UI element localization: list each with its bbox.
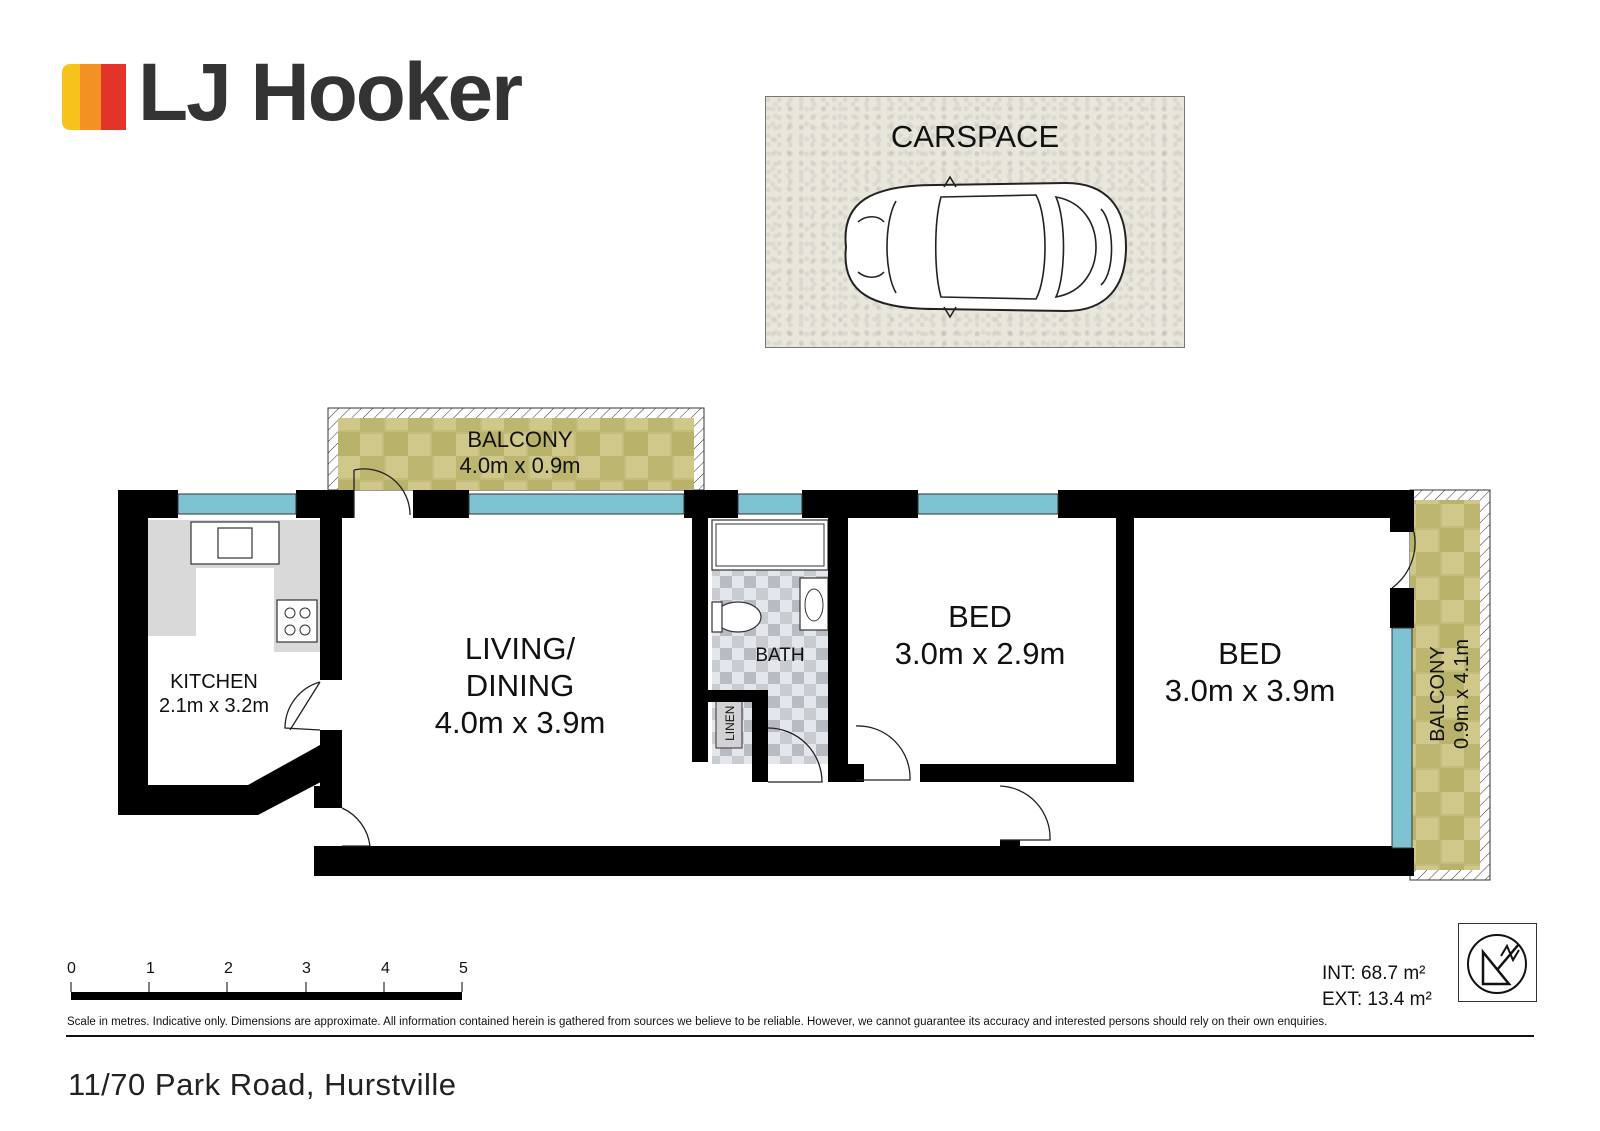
bed1-size: 3.0m x 2.9m [894, 636, 1066, 672]
footer-divider [66, 1035, 1534, 1037]
living-name-line2: DINING [465, 668, 575, 704]
balcony-side-size: 0.9m x 4.1m [1451, 638, 1473, 750]
internal-area: INT: 68.7 m² [1322, 963, 1426, 984]
toilet-icon [714, 601, 762, 633]
bed2-name: BED [1218, 636, 1282, 671]
scale-tick-2: 2 [224, 960, 233, 977]
bath-label: BATH [755, 645, 805, 666]
balcony-top-name: BALCONY [467, 427, 573, 452]
balcony-top-label: BALCONY 4.0m x 0.9m [430, 427, 610, 480]
car-icon [844, 175, 1128, 319]
bed1-name: BED [948, 599, 1012, 634]
kitchen-counters [148, 520, 320, 652]
brand-name: LJ Hooker [138, 47, 523, 138]
carspace-label: CARSPACE [890, 119, 1060, 154]
lj-hooker-logo-mark [62, 64, 126, 130]
external-area: EXT: 13.4 m² [1322, 989, 1432, 1010]
bed2-size: 3.0m x 3.9m [1164, 673, 1336, 709]
balcony-side-label: BALCONY 0.9m x 4.1m [1426, 624, 1474, 764]
logo-bar-yellow [62, 64, 80, 130]
scale-tick-0: 0 [67, 960, 76, 977]
bathtub-icon [711, 519, 829, 571]
living-size: 4.0m x 3.9m [434, 705, 606, 741]
kitchen-name: KITCHEN [170, 671, 258, 693]
basin-icon [799, 577, 829, 631]
property-address: 11/70 Park Road, Hurstville [68, 1067, 457, 1102]
sink-icon [190, 521, 280, 565]
scale-tick-1: 1 [146, 960, 155, 977]
living-label: LIVING/ DINING 4.0m x 3.9m [420, 630, 620, 742]
scale-tick-5: 5 [459, 960, 468, 977]
scale-tick-4: 4 [381, 960, 390, 977]
logo-bar-orange [80, 64, 101, 130]
logo-bar-red [101, 64, 126, 130]
balcony-side-name: BALCONY [1427, 646, 1449, 742]
north-arrow-icon [1458, 923, 1537, 1002]
bed2-label: BED 3.0m x 3.9m [1150, 635, 1350, 709]
disclaimer-text: Scale in metres. Indicative only. Dimens… [67, 1016, 1328, 1028]
kitchen-size: 2.1m x 3.2m [158, 695, 270, 717]
linen-label: LINEN [722, 705, 737, 741]
living-name-line1: LIVING/ [464, 631, 576, 666]
carspace-area: CARSPACE [765, 96, 1185, 348]
bed1-label: BED 3.0m x 2.9m [880, 598, 1080, 672]
scale-tick-3: 3 [302, 960, 311, 977]
balcony-top-size: 4.0m x 0.9m [459, 453, 581, 479]
kitchen-label: KITCHEN 2.1m x 3.2m [148, 670, 280, 718]
cooktop-icon [276, 599, 318, 643]
